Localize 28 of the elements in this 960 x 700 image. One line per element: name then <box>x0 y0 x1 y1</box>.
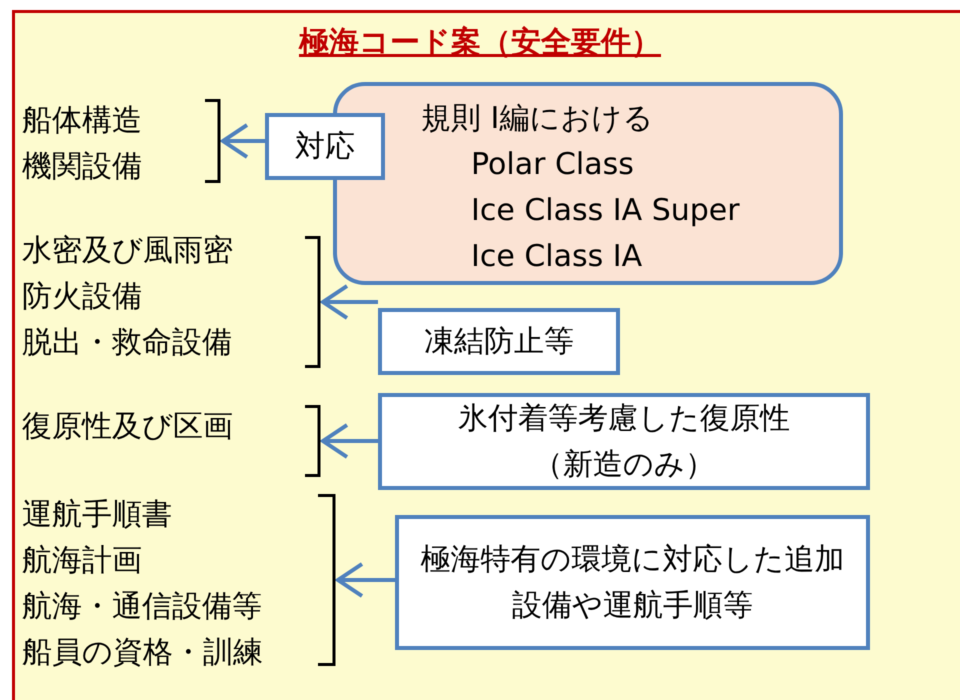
list-item: 船体構造 <box>22 102 142 140</box>
list-item: 航海計画 <box>22 542 142 580</box>
arrow <box>221 123 265 159</box>
callout-text: 凍結防止等 <box>424 322 574 360</box>
callout-box <box>265 113 385 180</box>
list-item: Ice Class IA <box>471 238 642 276</box>
callout-text: 極海特有の環境に対応した追加設備や運航手順等 <box>420 540 846 624</box>
list-item: 航海・通信設備等 <box>22 588 262 626</box>
box-heading: 規則 I編における <box>421 100 654 138</box>
callout-text: 氷付着等考慮した復原性 <box>458 400 790 438</box>
callout-text: 対応 <box>295 128 355 166</box>
arrow <box>336 562 395 598</box>
list-item: 船員の資格・訓練 <box>22 634 263 672</box>
list-item: 機関設備 <box>22 148 142 186</box>
callout-box <box>378 393 870 490</box>
list-item: 水密及び風雨密 <box>22 232 233 270</box>
list-item: Ice Class IA Super <box>471 192 740 230</box>
list-item: 運航手順書 <box>22 496 172 534</box>
title: 極海コード案（安全要件） <box>298 24 662 62</box>
arrow <box>321 284 378 320</box>
callout-text: （新造のみ） <box>533 446 715 484</box>
list-item: 防火設備 <box>22 278 142 316</box>
list-item: 復原性及び区画 <box>22 408 233 446</box>
list-item: Polar Class <box>471 146 634 184</box>
arrow <box>321 423 378 459</box>
list-item: 脱出・救命設備 <box>22 324 232 362</box>
callout-box <box>378 308 620 375</box>
callout-box <box>395 515 870 650</box>
